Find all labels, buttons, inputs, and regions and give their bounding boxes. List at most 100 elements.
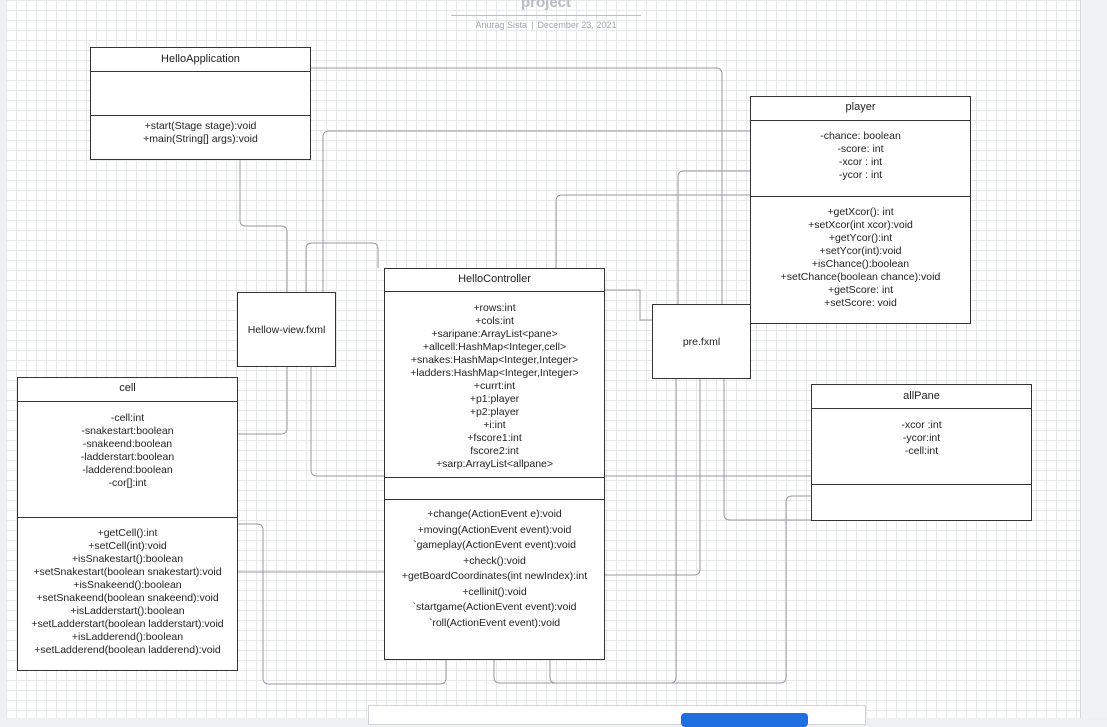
method: +setCell(int):void (88, 540, 167, 552)
class-cell[interactable]: cell -cell:int -snakestart:boolean -snak… (17, 377, 238, 671)
title-underline (451, 15, 641, 16)
empty-section (385, 477, 604, 500)
connector-controller-pre-top (604, 289, 652, 321)
method: +setChance(boolean chance):void (780, 271, 941, 283)
attribute: -cor[]:int (108, 477, 147, 489)
attribute: +rows:int (473, 302, 516, 314)
method: `startgame(ActionEvent event):void (412, 601, 577, 613)
connector-view-cell (238, 366, 288, 435)
attribute: +currt:int (473, 380, 516, 392)
method: +getCell():int (97, 527, 158, 539)
method-list: +getCell():int +setCell(int):void +isSna… (18, 527, 237, 657)
attribute: fscore2:int (470, 445, 519, 457)
attribute: +allcell:HashMap<Integer,cell> (422, 341, 567, 353)
attribute-list: -cell:int -snakestart:boolean -snakeend:… (18, 412, 237, 490)
method: +check():void (463, 554, 526, 567)
method: +moving(ActionEvent event):void (417, 523, 572, 536)
method: +main(String[] args):void (143, 133, 258, 145)
attributes-section (91, 71, 310, 116)
attribute: -cell:int (110, 412, 145, 424)
attribute: +sarp:ArrayList<allpane> (435, 458, 554, 470)
method: +setLadderend(boolean ladderend):void (34, 644, 221, 656)
class-all-pane[interactable]: allPane -xcor :int -ycor:int -cell:int (811, 384, 1032, 521)
method-list: +change(ActionEvent e):void +moving(Acti… (385, 508, 604, 632)
methods-section (91, 115, 310, 159)
connector-pre-player (677, 170, 750, 304)
method: +setScore: void (824, 297, 897, 309)
method: +getYcor():int (828, 232, 893, 244)
file-hellow-view[interactable]: Hellow-view.fxml (237, 292, 336, 367)
class-name: allPane (903, 390, 940, 402)
attribute: +saripane:ArrayList<pane> (431, 328, 558, 340)
attribute: -ladderend:boolean (82, 464, 173, 476)
attribute-list: -xcor :int -ycor:int -cell:int (812, 419, 1031, 458)
method: +change(ActionEvent e):void (427, 508, 562, 520)
method: +setSnakeend(boolean snakeend):void (36, 592, 219, 604)
attribute: -snakeend:boolean (82, 438, 173, 450)
connector-pre-allpane (604, 379, 701, 576)
attribute: -xcor :int (901, 419, 942, 431)
document-title: project (520, 0, 571, 11)
attributes-section (385, 291, 604, 478)
attribute: -xcor : int (838, 156, 883, 168)
connector-pre-allpane-right (723, 379, 811, 521)
document-meta: Anurag Sista|December 23, 2021 (441, 20, 651, 30)
method: +setYcor(int):void (819, 245, 902, 257)
document-date: December 23, 2021 (537, 20, 617, 30)
method: `roll(ActionEvent event):void (428, 616, 561, 629)
method: +isLadderend():boolean (71, 631, 184, 643)
attribute: +i:int (483, 419, 506, 431)
connector-app-pre (311, 67, 723, 304)
class-name: player (845, 101, 876, 113)
bottom-action-button[interactable] (681, 713, 808, 727)
attribute-list: +rows:int +cols:int +saripane:ArrayList<… (385, 302, 604, 471)
connector-controller-allpane (549, 495, 811, 684)
attributes-section (812, 408, 1031, 485)
file-pre[interactable]: pre.fxml (652, 304, 751, 379)
attribute: +p2:player (469, 406, 520, 418)
attribute: -score: int (837, 143, 884, 155)
methods-section (18, 517, 237, 670)
attribute: +ladders:HashMap<Integer,Integer> (410, 367, 579, 379)
attribute: -ladderstart:boolean (80, 451, 175, 463)
method: +isChance():boolean (811, 258, 910, 270)
method: +getXcor(): int (827, 206, 894, 218)
methods-section (812, 484, 1031, 520)
connector-view-player (322, 130, 750, 292)
method: +isSnakeend():boolean (73, 579, 182, 591)
method-list: +getXcor(): int +setXcor(int xcor):void … (751, 206, 970, 310)
class-hello-application[interactable]: HelloApplication +start(Stage stage):voi… (90, 47, 311, 160)
connector-cell-bottom (238, 523, 447, 685)
methods-section (751, 196, 970, 323)
class-player[interactable]: player -chance: boolean -score: int -xco… (750, 96, 971, 324)
attributes-section (18, 401, 237, 518)
attribute: +snakes:HashMap<Integer,Integer> (410, 354, 579, 366)
attribute: -ycor:int (902, 432, 941, 444)
connector-app-view (239, 160, 288, 292)
class-name: HelloController (458, 273, 531, 285)
attribute: +p1:player (469, 393, 520, 405)
method: +getBoardCoordinates(int newIndex):int (401, 570, 588, 582)
method: +getScore: int (827, 284, 894, 296)
class-name: HelloApplication (161, 53, 240, 65)
meta-separator: | (531, 20, 534, 30)
method: +cellinit():void (462, 585, 527, 598)
attribute-list: -chance: boolean -score: int -xcor : int… (751, 130, 970, 182)
method: +setSnakestart(boolean snakestart):void (33, 566, 222, 578)
connector-view-allpane (310, 366, 811, 477)
author-name: Anurag Sista (475, 20, 528, 30)
method: +isSnakestart():boolean (71, 553, 184, 565)
connector-view-controller-top (305, 242, 379, 292)
attribute: -cell:int (904, 445, 939, 457)
method-list: +start(Stage stage):void +main(String[] … (91, 120, 310, 146)
method: +setXcor(int xcor):void (808, 219, 913, 231)
right-edge-panel (1080, 0, 1107, 718)
class-hello-controller[interactable]: HelloController +rows:int +cols:int +sar… (384, 268, 605, 660)
method: +isLadderstart():boolean (70, 605, 185, 617)
attribute: +fscore1:int (467, 432, 522, 444)
attributes-section (751, 120, 970, 197)
method: +setLadderstart(boolean ladderstart):voi… (31, 618, 224, 630)
methods-section (385, 499, 604, 659)
method: `gameplay(ActionEvent event):void (413, 539, 576, 551)
